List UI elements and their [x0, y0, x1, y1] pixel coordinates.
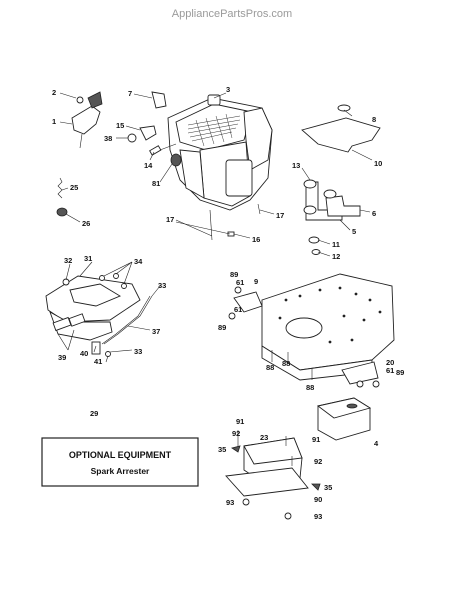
- callout-89c: 89: [396, 368, 404, 377]
- callout-88b: 88: [282, 359, 290, 368]
- leader-lines: [57, 92, 373, 363]
- callout-1: 1: [52, 117, 56, 126]
- callout-15: 15: [116, 121, 124, 130]
- callout-20: 20: [386, 358, 394, 367]
- callout-29: 29: [90, 409, 98, 418]
- callout-23: 23: [260, 433, 268, 442]
- callout-16: 16: [252, 235, 260, 244]
- callout-35b: 35: [324, 483, 332, 492]
- callout-11: 11: [332, 240, 340, 249]
- callout-93b: 93: [314, 512, 322, 521]
- callout-61b: 61: [234, 305, 242, 314]
- callout-89a: 89: [230, 270, 238, 279]
- callout-12: 12: [332, 252, 340, 261]
- callout-32: 32: [64, 256, 72, 265]
- callout-9: 9: [254, 277, 258, 286]
- callout-8: 8: [372, 115, 376, 124]
- callout-39: 39: [58, 353, 66, 362]
- engine-mount-plate-part: [228, 273, 395, 388]
- callout-61a: 61: [236, 278, 244, 287]
- callout-2: 2: [52, 88, 56, 97]
- muffler-part: [316, 397, 372, 441]
- callout-90: 90: [314, 495, 322, 504]
- fitting-part: [127, 125, 177, 156]
- callout-14: 14: [144, 161, 153, 170]
- callout-6: 6: [372, 209, 376, 218]
- callout-40: 40: [80, 349, 88, 358]
- callout-88c: 88: [306, 383, 314, 392]
- optional-equipment-title: OPTIONAL EQUIPMENT: [69, 450, 172, 460]
- callout-91a: 91: [236, 417, 244, 426]
- callout-88a: 88: [266, 363, 274, 372]
- watermark-text: AppliancePartsPros.com: [172, 8, 292, 20]
- heat-shield-part: [301, 104, 381, 153]
- callout-81: 81: [152, 179, 160, 188]
- callout-10: 10: [374, 159, 382, 168]
- callout-31: 31: [84, 254, 92, 263]
- callout-61c: 61: [386, 366, 394, 375]
- callout-35a: 35: [218, 445, 226, 454]
- callout-33a: 33: [158, 281, 166, 290]
- callout-25: 25: [70, 183, 78, 192]
- callout-38: 38: [104, 134, 112, 143]
- callout-5: 5: [352, 227, 356, 236]
- engine-part: [167, 94, 273, 211]
- callout-26: 26: [82, 219, 90, 228]
- optional-equipment-box: OPTIONAL EQUIPMENT Spark Arrester: [41, 437, 199, 487]
- callout-34: 34: [134, 257, 143, 266]
- callout-7: 7: [128, 89, 132, 98]
- air-cleaner-part: [45, 273, 153, 357]
- callout-92b: 92: [314, 457, 322, 466]
- exhaust-pipe-part: [303, 179, 361, 255]
- callout-4: 4: [374, 439, 379, 448]
- spring-part: [56, 177, 68, 217]
- callout-labels: 2 1 3 7 8 10 15 38 14 81 13 6 5 11 12 25…: [52, 85, 404, 521]
- spark-arrester-subtitle: Spark Arrester: [91, 466, 150, 476]
- throttle-bracket-part: [71, 91, 103, 149]
- callout-3: 3: [226, 85, 230, 94]
- callout-37: 37: [152, 327, 160, 336]
- bracket-7-part: [151, 91, 167, 109]
- callout-41: 41: [94, 357, 102, 366]
- callout-93a: 93: [226, 498, 234, 507]
- callout-91b: 91: [312, 435, 320, 444]
- callout-89b: 89: [218, 323, 226, 332]
- callout-17a: 17: [166, 215, 174, 224]
- spark-arrester-part: [225, 430, 321, 520]
- callout-13: 13: [292, 161, 300, 170]
- callout-17b: 17: [276, 211, 284, 220]
- callout-33b: 33: [134, 347, 142, 356]
- callout-92a: 92: [232, 429, 240, 438]
